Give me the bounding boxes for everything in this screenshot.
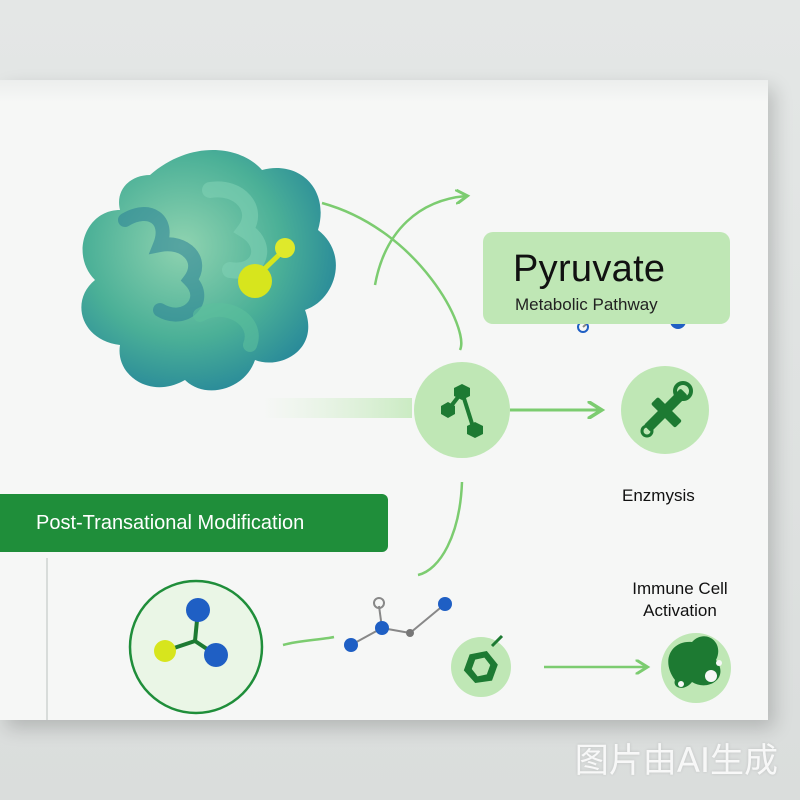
wrench-tool-icon	[621, 366, 709, 454]
immune-cell-icon	[661, 633, 731, 703]
immune-label-line2: Activation	[643, 601, 717, 620]
watermark: 图片由AI生成	[574, 741, 778, 781]
pyruvate-subtitle: Metabolic Pathway	[515, 295, 658, 314]
molecule-icon	[414, 362, 510, 458]
enzymes-label: Enzmysis	[622, 486, 695, 505]
pyruvate-box: Pyruvate Metabolic Pathway	[483, 232, 730, 324]
arrow-to-pyruvate	[373, 196, 466, 286]
curve-ptm-link	[282, 635, 335, 647]
protein-structure-icon	[81, 150, 336, 391]
immune-label: Immune Cell Activation	[610, 578, 750, 622]
signal-beam	[262, 398, 412, 418]
curve-to-hub	[321, 201, 463, 351]
hexagon-molecule-icon	[451, 634, 511, 697]
ptm-molecule-icon	[128, 579, 264, 715]
diagram-card: Pyruvate Metabolic Pathway Post-Transati…	[0, 80, 768, 720]
immune-label-line1: Immune Cell	[632, 579, 728, 598]
ptm-label: Post-Transational Modification	[36, 512, 305, 534]
pyruvate-title: Pyruvate	[513, 248, 666, 290]
diagram-canvas	[46, 150, 731, 720]
molecule-bottom-middle	[344, 597, 452, 652]
ptm-banner: Post-Transational Modification	[0, 494, 388, 552]
curve-down	[417, 481, 464, 577]
